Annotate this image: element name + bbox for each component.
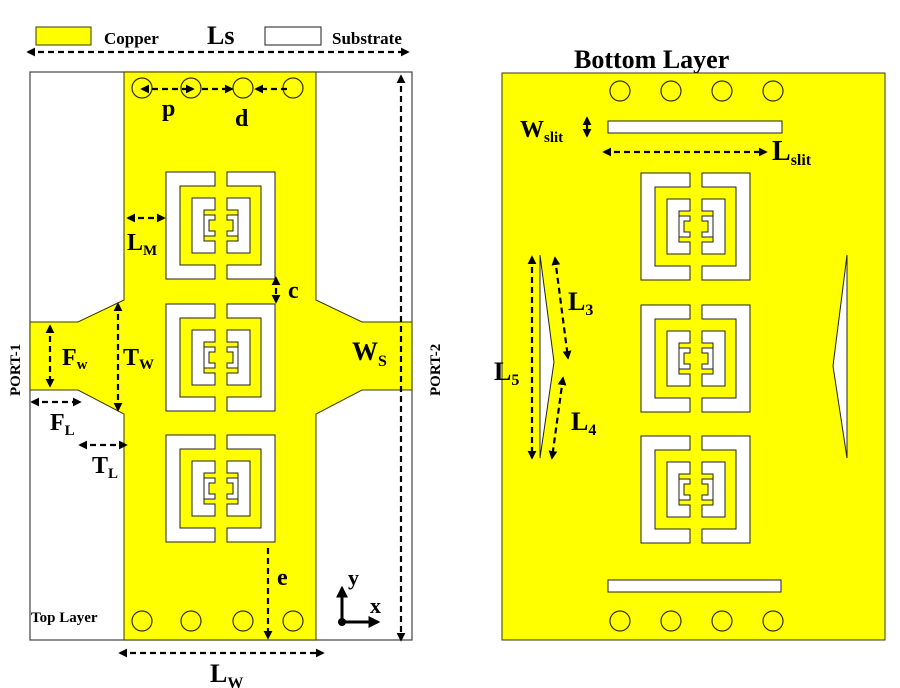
left-triangle-slot [539,254,555,459]
dim-l4-line [548,376,567,460]
srr-outer-left [640,435,691,544]
srr-outer-right [226,171,276,280]
srr-outer-right [226,303,276,412]
dim-fw-label: Fw [62,345,88,373]
srr-cell [165,434,276,543]
srr-outer-left [165,303,216,412]
srr-cell [165,171,276,280]
top-layer-title: Top Layer [31,610,98,626]
dim-lw-label: LW [210,659,243,688]
dim-lm-label: LM [127,230,157,259]
bottom-srr-group [640,172,751,544]
via-hole [609,80,631,102]
dim-p-label: p [162,96,175,122]
dim-wslit-label: Wslit [520,117,563,146]
port-2-label: PORT-2 [428,344,444,396]
srr-inner-left [678,478,691,501]
srr-inner-right [701,478,714,501]
srr-cell [640,435,751,544]
srr-cell [640,172,751,281]
bottom-via-group [609,80,784,632]
srr-outer-right [226,434,276,543]
via-hole [131,610,153,632]
srr-outer-right [701,304,751,413]
dim-tw-label: TW [123,345,154,373]
via-hole [282,610,304,632]
srr-inner-left [203,477,216,500]
srr-inner-left [203,214,216,237]
via-hole [711,610,733,632]
srr-inner-right [226,477,239,500]
srr-outer-right [701,435,751,544]
legend-substrate-label: Substrate [332,29,402,48]
legend-copper-swatch [35,26,92,46]
dim-e-label: e [277,565,288,591]
bottom-slit [607,579,782,593]
dim-l4-label: L4 [571,407,596,439]
srr-outer-left [165,171,216,280]
via-hole [762,610,784,632]
dim-l5-label: L5 [494,357,519,389]
dim-l3-label: L3 [568,287,593,319]
srr-inner-right [701,215,714,238]
via-hole [711,80,733,102]
dim-c-label: c [288,278,299,304]
top-copper-strip [29,71,413,641]
bottom-ground-plane [501,72,886,641]
srr-inner-right [701,347,714,370]
right-triangle-slot [832,254,848,459]
top-slit [607,120,783,134]
via-hole [762,80,784,102]
bottom-layer-title: Bottom Layer [574,45,729,74]
via-hole [232,610,254,632]
srr-inner-left [678,215,691,238]
legend-copper-label: Copper [104,29,159,48]
via-hole [609,610,631,632]
via-hole [660,610,682,632]
top-srr-group [165,171,276,543]
via-hole [180,610,202,632]
port-1-label: PORT-1 [8,344,24,396]
srr-cell [165,303,276,412]
top-layer: Top Layer PORT-1 PORT-2 Ls WS LW TW Fw F… [8,21,444,688]
dim-ls-label: Ls [207,21,234,50]
srr-inner-left [203,346,216,369]
srr-outer-right [701,172,751,281]
srr-outer-left [640,304,691,413]
dim-ws-label: WS [352,337,387,370]
legend: Copper Substrate [35,26,402,48]
legend-substrate-swatch [264,26,322,46]
dim-d-label: d [235,106,249,132]
coordinate-axes: y x [336,565,381,628]
bottom-layer: Bottom Layer Wslit Lslit L5 L3 L4 [494,45,886,641]
dim-fl-label: FL [50,410,75,439]
srr-inner-right [226,346,239,369]
srr-inner-left [678,347,691,370]
srr-outer-left [640,172,691,281]
dim-l3-line [551,256,572,360]
y-axis-label: y [348,565,359,590]
x-axis-label: x [370,593,381,618]
srr-outer-left [165,434,216,543]
via-hole [660,80,682,102]
dim-lslit-label: Lslit [772,136,812,169]
origin-dot [338,618,346,626]
srr-inner-right [226,214,239,237]
dim-tl-label: TL [92,453,118,482]
srr-cell [640,304,751,413]
